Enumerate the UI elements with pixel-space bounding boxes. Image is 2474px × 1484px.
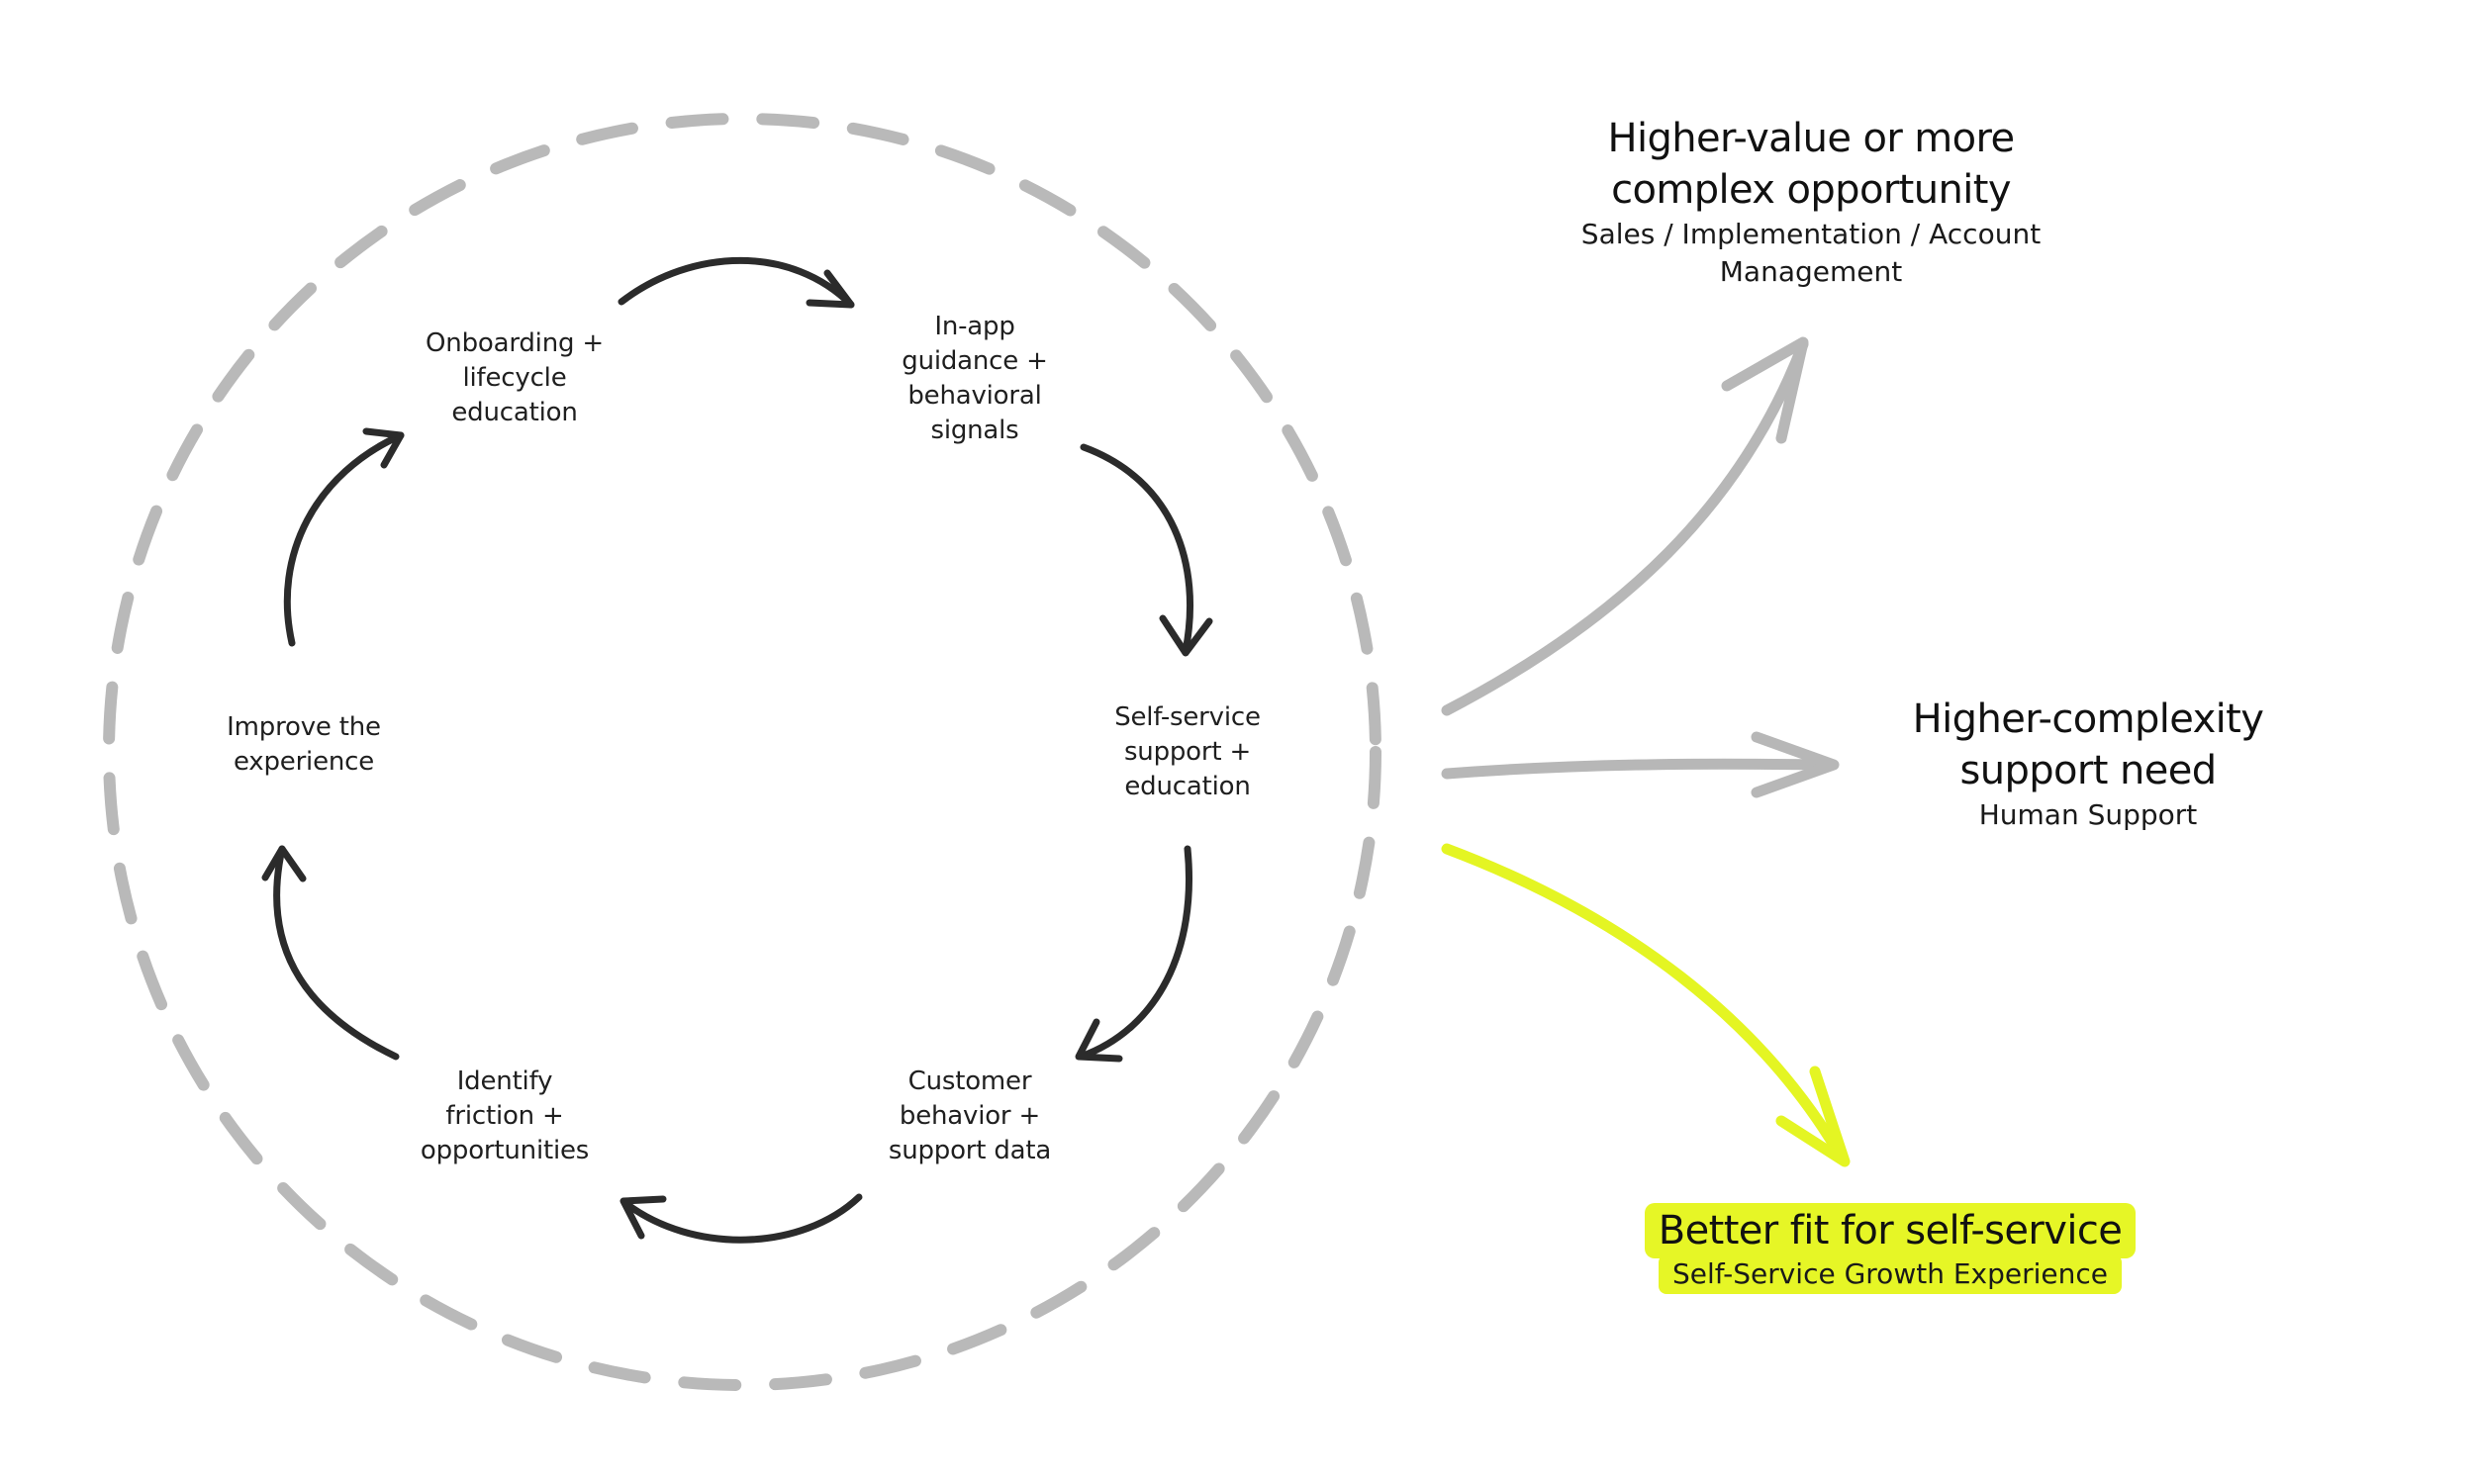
node-self-service-support-line: education [1124, 772, 1251, 801]
cycle-arrowhead-improve [261, 845, 307, 882]
cycle-arrowhead-onboarding [362, 427, 405, 469]
outcome-self-service-fit-title: Better fit for self-service [1644, 1203, 2137, 1258]
cycle-arrowhead-onboarding-to-guidance [806, 269, 855, 309]
node-identify-friction-line: Identify [456, 1067, 553, 1096]
node-in-app-guidance-line: guidance + [902, 346, 1048, 376]
node-self-service-support-line: support + [1123, 737, 1252, 767]
arrow-to-higher-value [1441, 338, 1809, 716]
node-onboarding-line: lifecycle [462, 363, 567, 393]
node-onboarding-line: education [451, 398, 578, 427]
outcome-higher-value-subtitle: Management [1719, 255, 1903, 288]
outcome-higher-complexity-title: support need [1959, 748, 2217, 793]
cycle-arrow-support-to-behavior [1077, 845, 1192, 1061]
arrow-to-higher-complexity [1441, 758, 1839, 780]
cycle-arrow-friction-to-improve [273, 845, 400, 1061]
node-in-app-guidance-line: signals [930, 416, 1019, 445]
cycle-arrowhead-friction [619, 1195, 667, 1240]
outcome-self-service-fit: Better fit for self-service Self-Service… [1544, 1203, 2236, 1294]
cycle-arrow-improve-to-onboarding [283, 431, 405, 647]
outcome-higher-value-subtitle: Sales / Implementation / Account [1580, 218, 2042, 250]
node-self-service-support-line: Self-service [1114, 702, 1261, 732]
node-identify-friction-line: friction + [445, 1101, 564, 1131]
cycle-arrowhead-guidance-to-support [1159, 614, 1213, 657]
dashed-loop-boundary [103, 113, 1381, 1391]
outcome-higher-complexity-title: Higher-complexity [1912, 696, 2264, 742]
node-customer-behavior-line: Customer [907, 1067, 1032, 1096]
outcome-higher-value: Higher-value or more complex opportunity… [1494, 113, 2128, 291]
outcome-higher-complexity-subtitle: Human Support [1978, 798, 2198, 831]
arrow-to-self-service-fit [1441, 843, 1849, 1165]
node-identify-friction-line: opportunities [420, 1136, 590, 1165]
node-improve-experience-line: Improve the [227, 712, 381, 742]
outcome-higher-value-title: Higher-value or more [1607, 116, 2015, 161]
node-identify-friction: Identify friction + opportunities [386, 1065, 623, 1168]
cycle-arrow-guidance-to-support [1080, 443, 1194, 655]
outcome-arrows [1441, 336, 1851, 1167]
node-in-app-guidance-line: behavioral [907, 381, 1042, 411]
node-improve-experience: Improve the experience [185, 710, 423, 780]
node-onboarding: Onboarding + lifecycle education [391, 326, 638, 430]
node-improve-experience-line: experience [233, 747, 375, 777]
node-in-app-guidance-line: In-app [934, 312, 1015, 341]
arrowhead-higher-value [1721, 336, 1809, 444]
cycle-arrow-onboarding-to-guidance [618, 257, 855, 309]
node-onboarding-line: Onboarding + [426, 328, 604, 358]
cycle-arrowhead-support-to-behavior [1075, 1018, 1123, 1063]
node-customer-behavior-line: support data [888, 1136, 1052, 1165]
node-self-service-support: Self-service support + education [1069, 700, 1306, 804]
cycle-arrows [261, 257, 1213, 1244]
node-customer-behavior-line: behavior + [899, 1101, 1041, 1131]
arrowhead-higher-complexity [1751, 731, 1840, 798]
outcome-self-service-fit-subtitle: Self-Service Growth Experience [1659, 1254, 2122, 1294]
node-in-app-guidance: In-app guidance + behavioral signals [856, 310, 1094, 448]
outcome-higher-value-title: complex opportunity [1611, 167, 2011, 213]
arrowhead-self-service-fit [1775, 1066, 1851, 1167]
node-customer-behavior: Customer behavior + support data [851, 1065, 1089, 1168]
cycle-arrow-behavior-to-friction [621, 1193, 863, 1244]
outcome-higher-complexity: Higher-complexity support need Human Sup… [1791, 694, 2385, 834]
